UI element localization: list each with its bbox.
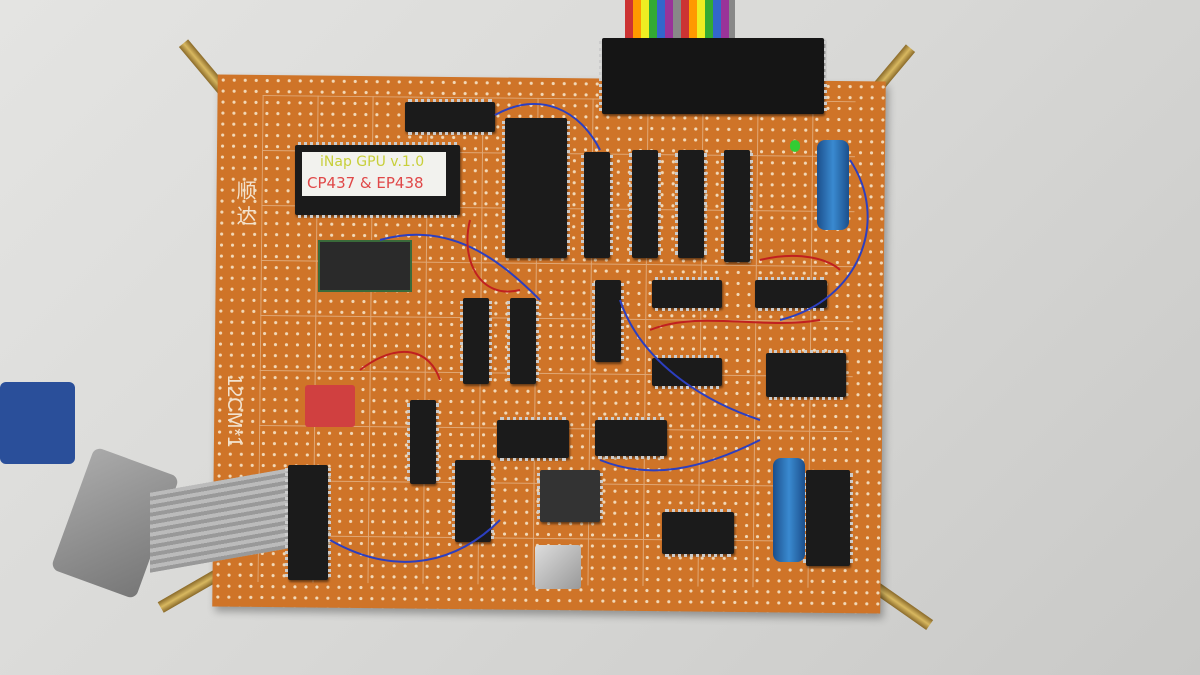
capacitor bbox=[817, 140, 849, 230]
wire-red bbox=[359, 351, 441, 381]
ic-chip bbox=[721, 150, 753, 262]
ic-chip bbox=[407, 400, 439, 484]
ic-chip bbox=[652, 277, 722, 311]
ic-chip bbox=[592, 280, 624, 362]
wire-blue bbox=[494, 103, 601, 151]
ic-chip bbox=[497, 417, 569, 461]
idc-connector bbox=[285, 465, 331, 580]
wire-red bbox=[759, 254, 841, 271]
ic-chip bbox=[405, 99, 495, 135]
ic-chip bbox=[502, 118, 570, 258]
ribbon-cable-top bbox=[625, 0, 735, 40]
silkscreen-chinese: 顺 达 bbox=[233, 180, 255, 226]
dip-switch[interactable] bbox=[305, 385, 355, 427]
wire-blue bbox=[329, 519, 501, 563]
eprom-label: iNap GPU v.1.0 CP437 & EP438 bbox=[302, 152, 446, 196]
ic-chip bbox=[675, 150, 707, 258]
wire-red bbox=[649, 319, 821, 331]
ic-chip bbox=[652, 355, 722, 389]
ic-chip bbox=[460, 298, 492, 384]
led bbox=[790, 140, 800, 152]
ic-chip bbox=[662, 509, 734, 557]
label-line2: CP437 & EP438 bbox=[307, 174, 424, 192]
ic-chip bbox=[766, 350, 846, 400]
ic-chip bbox=[755, 277, 827, 311]
wire-blue bbox=[779, 159, 869, 321]
sram-module bbox=[318, 240, 412, 292]
capacitor bbox=[773, 458, 805, 562]
header-connector bbox=[599, 38, 827, 114]
ic-chip bbox=[452, 460, 494, 542]
vga-connector[interactable] bbox=[0, 382, 75, 464]
crystal-oscillator bbox=[535, 545, 581, 589]
wire-blue bbox=[619, 299, 761, 421]
ic-chip bbox=[629, 150, 661, 258]
wire-blue bbox=[599, 439, 761, 472]
wire-red bbox=[466, 219, 521, 293]
ic-chip bbox=[581, 152, 613, 258]
wire-blue bbox=[379, 233, 541, 301]
label-line1: iNap GPU v.1.0 bbox=[320, 154, 425, 170]
ic-chip bbox=[595, 417, 667, 459]
ic-chip bbox=[507, 298, 539, 384]
silkscreen-size: 12CM*1 bbox=[223, 375, 245, 448]
ic-chip bbox=[537, 470, 603, 522]
